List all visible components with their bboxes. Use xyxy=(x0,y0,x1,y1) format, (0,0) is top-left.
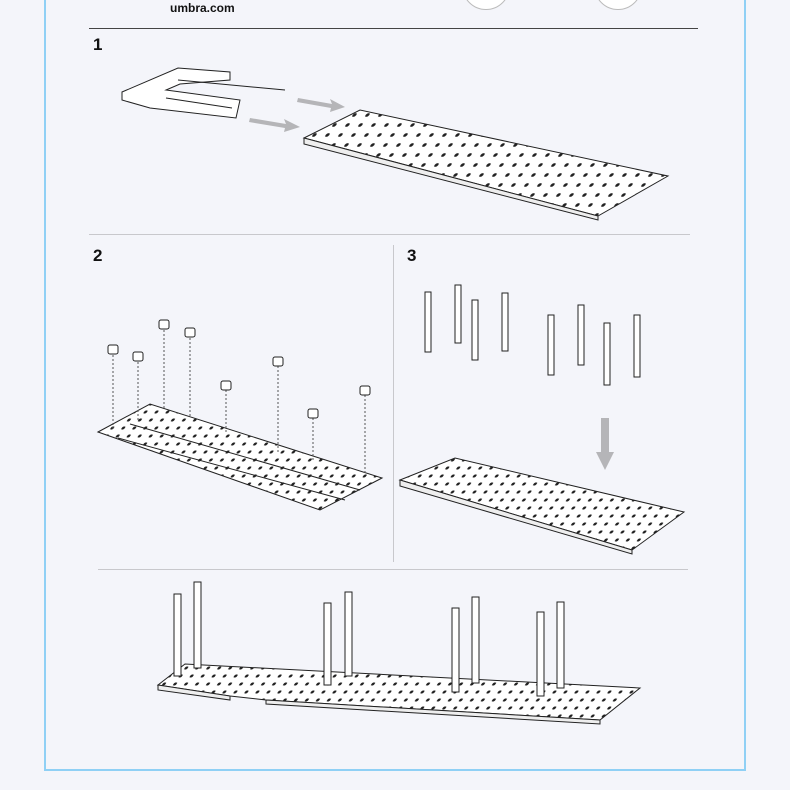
arrow-down-icon xyxy=(596,418,614,470)
step-2-frame xyxy=(96,403,384,511)
website-label: umbra.com xyxy=(170,1,235,15)
step-1-pegboard xyxy=(302,109,670,221)
step-3-pegs xyxy=(424,284,641,386)
step-1-number: 1 xyxy=(93,35,103,54)
vertical-divider xyxy=(393,245,394,562)
final-assembly xyxy=(156,581,642,725)
step-2-number: 2 xyxy=(93,246,103,265)
step-2-caps xyxy=(112,330,366,474)
step-3-number: 3 xyxy=(407,246,417,265)
cap-icons xyxy=(107,319,371,419)
step-3-pegboard xyxy=(398,457,686,555)
step-1-bracket xyxy=(121,67,286,119)
page-frame xyxy=(44,0,746,771)
divider-1 xyxy=(89,234,690,235)
arrow-right-icon xyxy=(249,98,345,132)
divider-2 xyxy=(98,569,688,570)
top-divider xyxy=(89,28,698,29)
